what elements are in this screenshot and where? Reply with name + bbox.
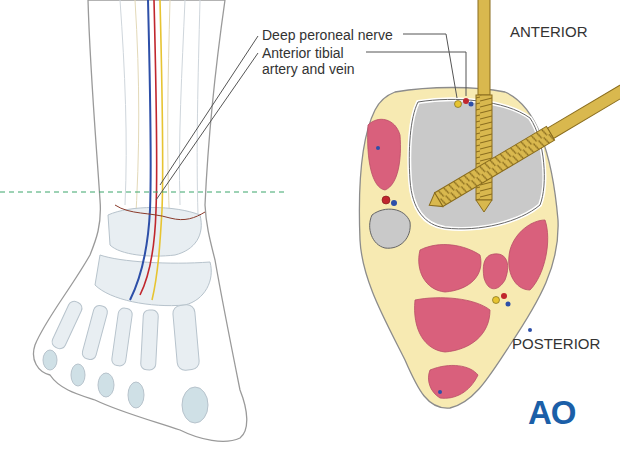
cross-section <box>359 88 558 409</box>
logo-text: AO <box>528 396 576 429</box>
direction-label: ANTERIOR <box>510 24 588 40</box>
part-label: Deep peroneal nerve <box>262 27 393 43</box>
part-label: Anterior tibial artery and vein <box>262 45 374 77</box>
leader-line <box>156 34 466 200</box>
screw <box>425 78 620 212</box>
leg-illustration <box>33 0 246 441</box>
direction-label: POSTERIOR <box>512 336 600 352</box>
section-line <box>0 192 285 193</box>
